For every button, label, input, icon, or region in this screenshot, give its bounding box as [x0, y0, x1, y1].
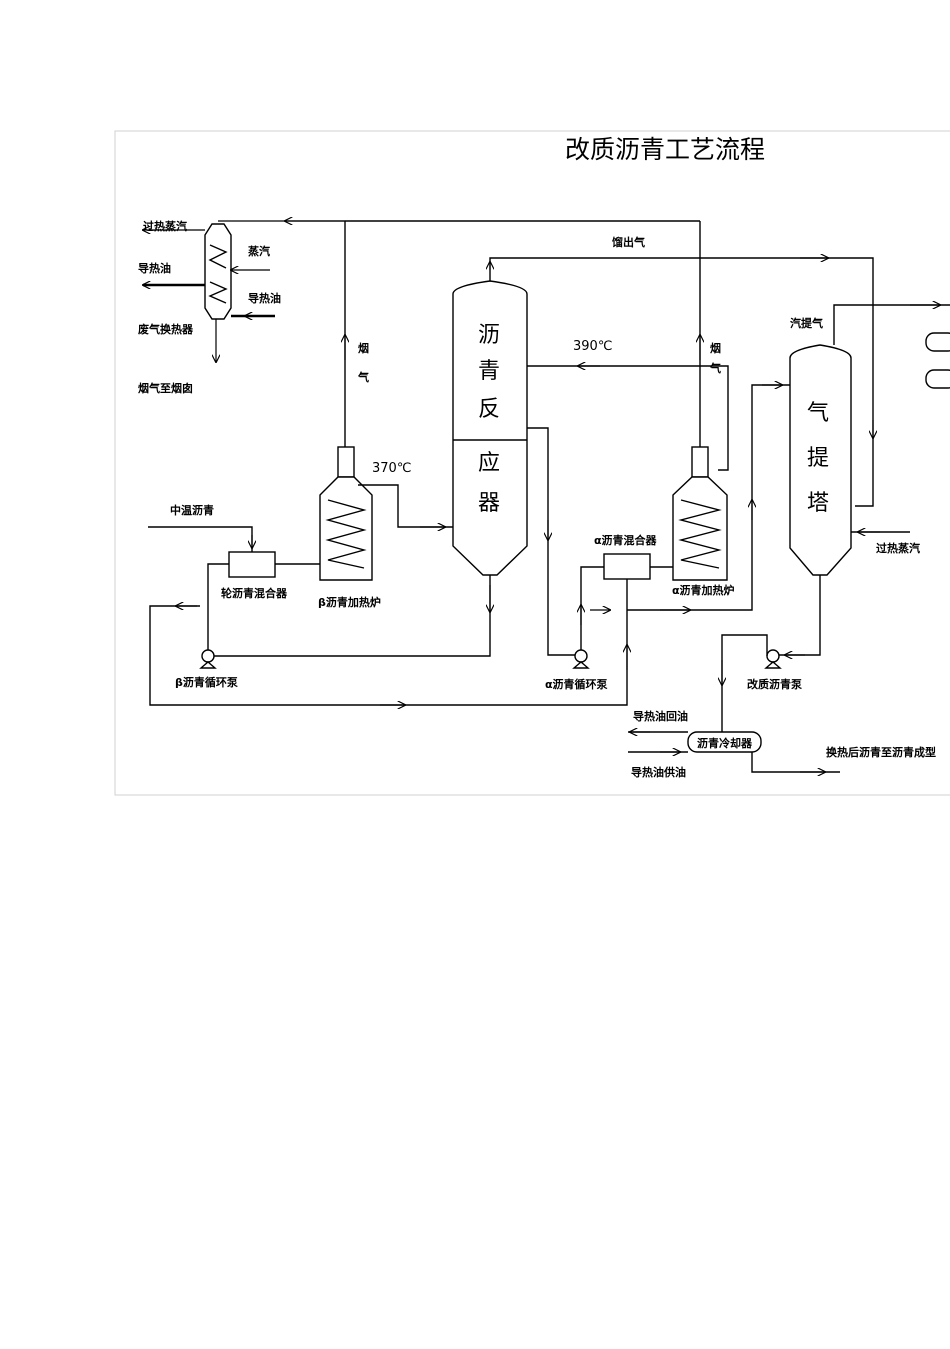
- label-heat-oil-out: 导热油: [138, 261, 171, 275]
- label-beta-pump: β沥青循环泵: [175, 675, 238, 689]
- label-oil-supply: 导热油供油: [631, 765, 686, 779]
- label-alpha-pump: α沥青循环泵: [545, 677, 608, 691]
- diagram-title: 改质沥青工艺流程: [565, 135, 765, 164]
- pitch-cooler: [687, 731, 762, 753]
- tank-2: [925, 369, 950, 389]
- reactor-char-1: 沥: [478, 323, 500, 348]
- label-pitch-mixer-left: 轮沥青混合器: [221, 586, 288, 600]
- label-product: 换热后沥青至沥青成型: [826, 745, 936, 759]
- reactor-to-alpha-pump: [527, 427, 575, 656]
- label-superheated-steam-right: 过热蒸汽: [876, 541, 920, 555]
- label-flue-gas-left-1: 烟: [358, 341, 369, 355]
- label-distillate-gas: 馏出气: [612, 235, 645, 249]
- mixer-to-beta-pump: [207, 563, 229, 655]
- label-temp-390: 390℃: [573, 339, 612, 354]
- exhaust-heat-exchanger: [204, 223, 232, 320]
- label-temp-370: 370℃: [372, 461, 411, 476]
- label-heat-oil-in: 导热油: [248, 291, 281, 305]
- stripper-char-3: 塔: [807, 491, 829, 516]
- alpha-pitch-furnace: [672, 446, 728, 581]
- reactor-char-3: 反: [478, 397, 500, 422]
- stripper-char-2: 提: [807, 446, 829, 471]
- label-flue-gas-right-1: 烟: [710, 341, 721, 355]
- label-flue-gas-left-2: 气: [357, 370, 369, 384]
- alpha-pitch-pump: [572, 649, 590, 669]
- label-superheated-steam-top: 过热蒸汽: [143, 219, 187, 233]
- pitch-reactor: 沥 青 反 应 器: [452, 280, 528, 576]
- label-medium-pitch: 中温沥青: [170, 503, 214, 517]
- tank-1: [925, 332, 950, 352]
- stripping-tower: 气 提 塔: [789, 344, 852, 576]
- label-oil-return: 导热油回油: [633, 709, 688, 723]
- label-flue-to-stack: 烟气至烟囱: [138, 381, 193, 395]
- label-pitch-cooler: 沥青冷却器: [697, 736, 753, 750]
- pitch-mixer-left: [228, 551, 276, 578]
- label-stripping-gas: 汽提气: [790, 316, 823, 330]
- label-modified-pump: 改质沥青泵: [747, 677, 802, 691]
- beta-pitch-furnace: [319, 446, 373, 581]
- label-alpha-furnace: α沥青加热炉: [672, 583, 735, 597]
- label-exhaust-exchanger: 废气换热器: [138, 322, 194, 336]
- label-flue-gas-right-2: 气: [709, 361, 721, 375]
- modified-pitch-pump: [764, 649, 782, 669]
- label-steam-in: 蒸汽: [248, 244, 270, 258]
- beta-pitch-pump: [199, 649, 217, 669]
- line-390: [527, 365, 729, 471]
- alpha-pitch-mixer: [603, 553, 651, 580]
- label-beta-furnace: β沥青加热炉: [318, 595, 381, 609]
- reactor-char-4: 应: [478, 451, 500, 476]
- reactor-char-2: 青: [478, 359, 500, 384]
- stripper-char-1: 气: [807, 401, 829, 426]
- reactor-char-5: 器: [478, 491, 500, 516]
- label-alpha-mixer: α沥青混合器: [594, 533, 658, 547]
